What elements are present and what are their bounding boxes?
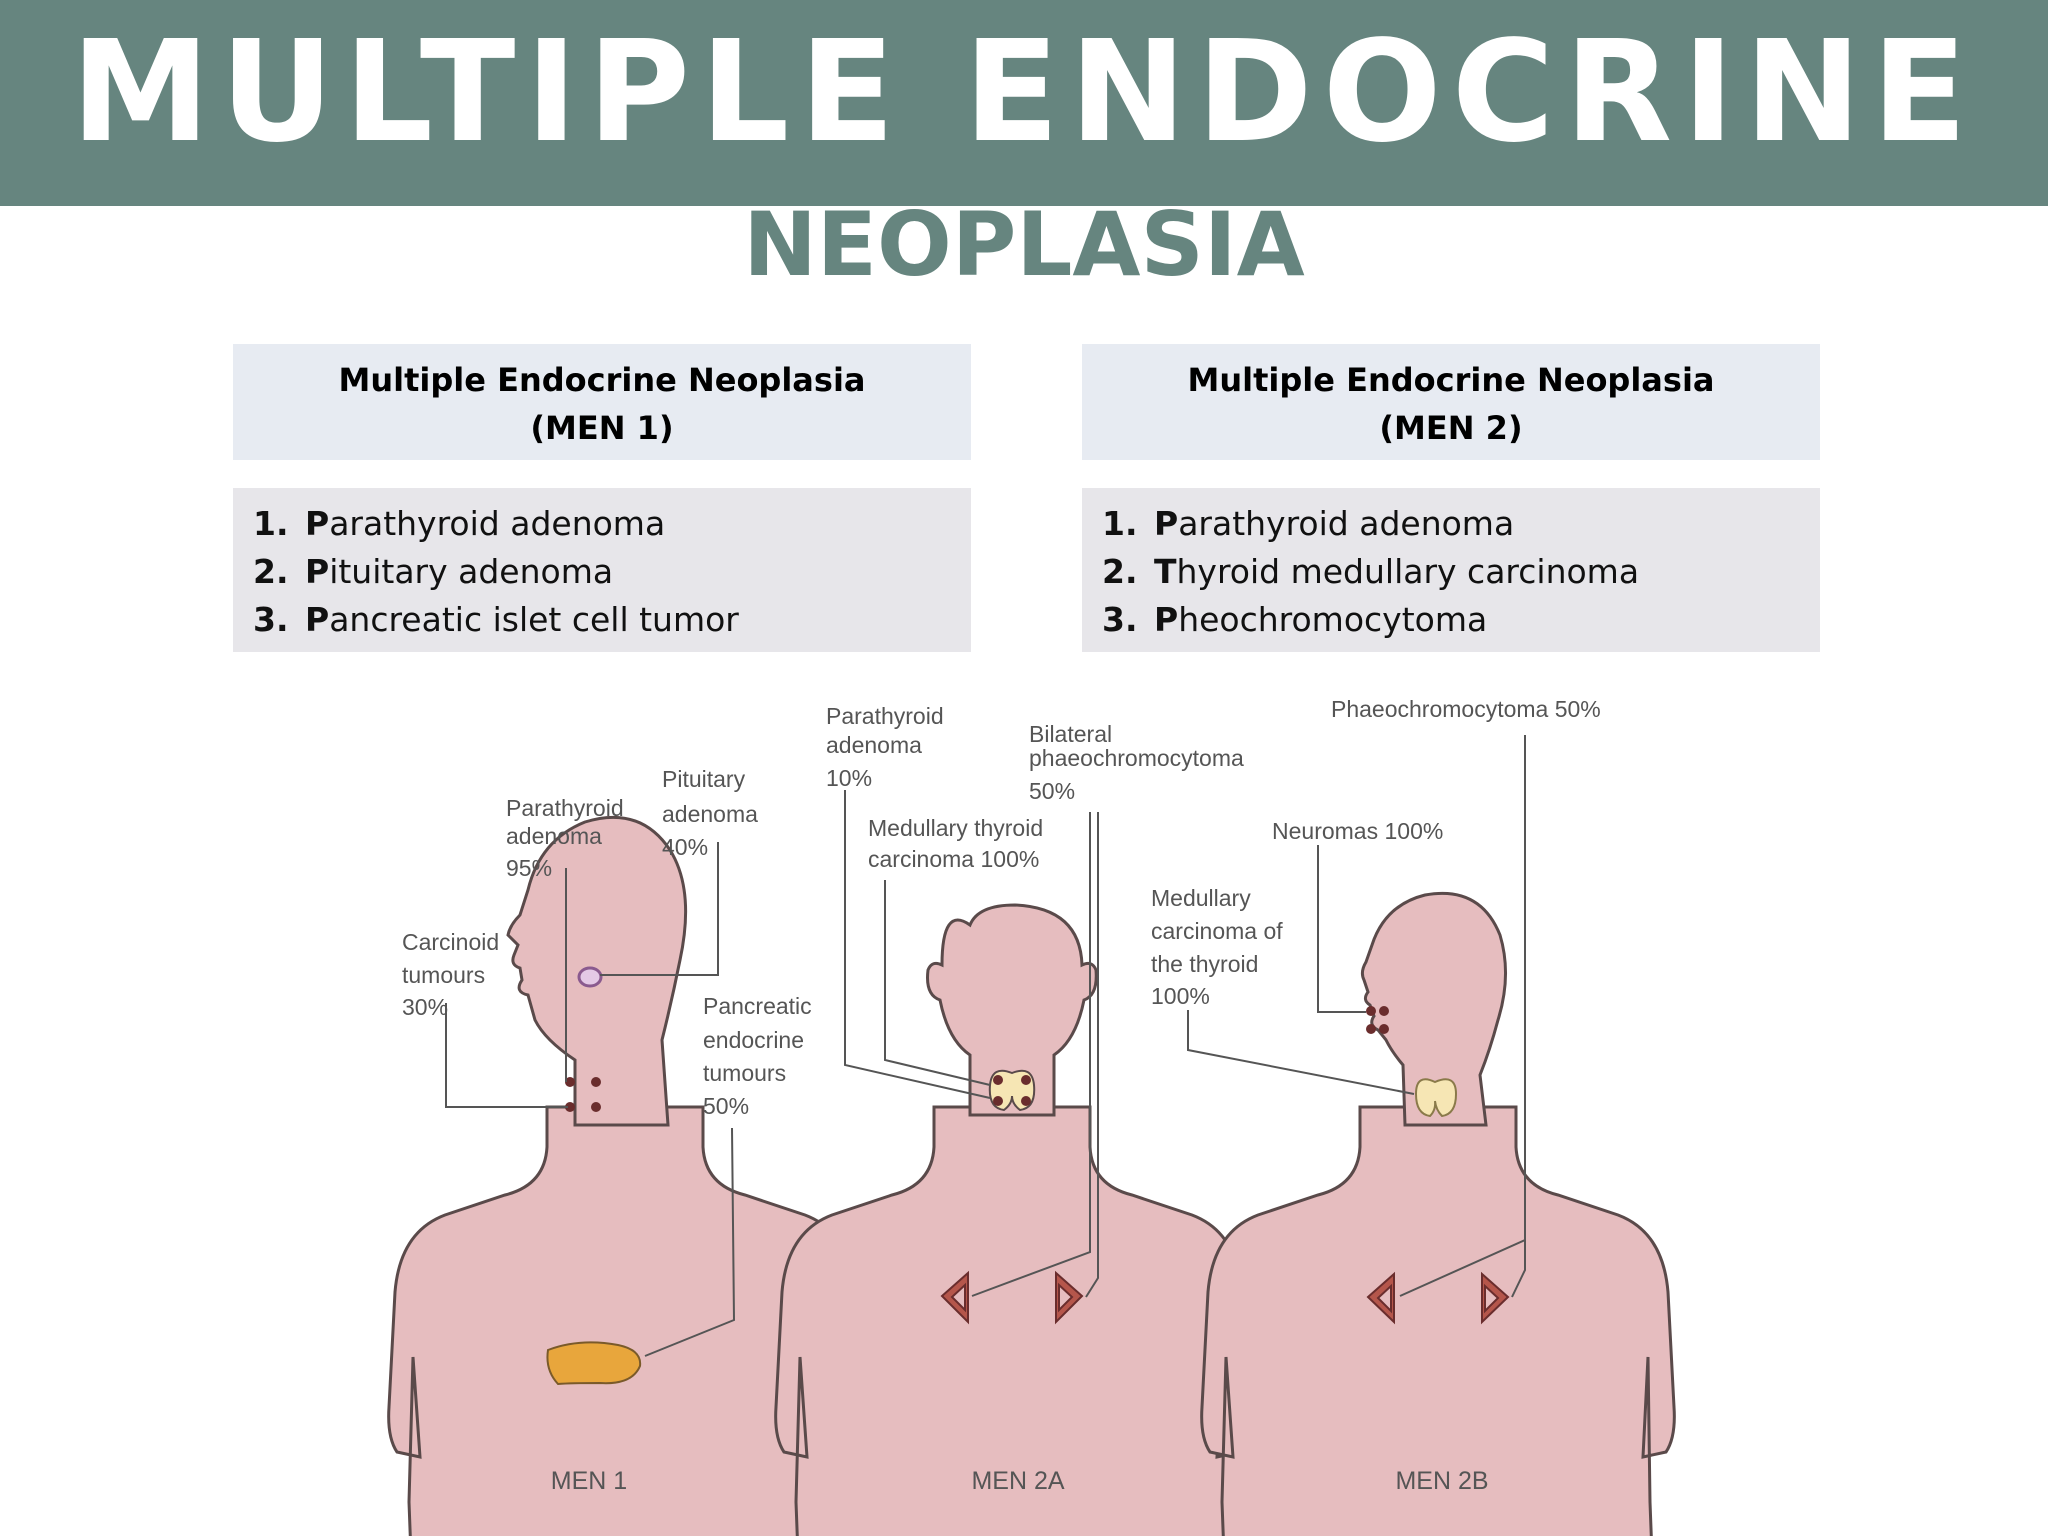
men2a-label-bilateral: Bilateral phaeochromocytoma 50%: [1029, 721, 1250, 804]
slide-subtitle: NEOPLASIA: [743, 193, 1305, 296]
men1-label-pituitary: Pituitary adenoma 40%: [662, 766, 764, 860]
men1-leaders: [445, 842, 736, 1357]
men2a-label-parathyroid: Parathyroid adenoma 10%: [826, 703, 950, 791]
men2b-figure: Phaeochromocytoma 50% Neuromas 100% Medu…: [1151, 696, 1676, 1536]
men2b-leaders: [1187, 735, 1526, 1298]
men2b-label-phaeo: Phaeochromocytoma 50%: [1331, 696, 1601, 722]
list-text: ituitary adenoma: [329, 552, 614, 591]
men1-caption: MEN 1: [551, 1467, 627, 1495]
men1-label-parathyroid: Parathyroid adenoma 95%: [506, 795, 630, 881]
men2a-leaders: [844, 790, 1099, 1298]
list-text: hyroid medullary carcinoma: [1176, 552, 1640, 591]
title-banner: [0, 0, 2048, 206]
list-initial: P: [1154, 504, 1179, 543]
men2b-adrenals: [1366, 1271, 1510, 1325]
list-number: 2.: [1102, 552, 1138, 591]
list-initial: T: [1154, 552, 1177, 591]
men1-pituitary: [577, 966, 603, 988]
men1-label-carcinoid: Carcinoid tumours 30%: [402, 929, 506, 1020]
list-number: 3.: [1102, 600, 1138, 639]
list-number: 1.: [1102, 504, 1138, 543]
men2a-figure: Parathyroid adenoma 10% Bilateral phaeoc…: [774, 703, 1250, 1536]
men2a-head: [926, 903, 1098, 1117]
list-text: ancreatic islet cell tumor: [329, 600, 739, 639]
men1-parathyroids: [565, 1077, 601, 1112]
list-item: 3. Pheochromocytoma: [1102, 596, 1820, 644]
list-number: 3.: [253, 600, 289, 639]
men1-header: Multiple Endocrine Neoplasia (MEN 1): [233, 344, 971, 460]
list-initial: P: [305, 600, 330, 639]
men2b-caption: MEN 2B: [1395, 1467, 1488, 1495]
list-number: 1.: [253, 504, 289, 543]
men2a-thyroid: [988, 1069, 1036, 1112]
men2a-label-medullary: Medullary thyroid carcinoma 100%: [868, 815, 1050, 872]
men2-header: Multiple Endocrine Neoplasia (MEN 2): [1082, 344, 1820, 460]
men1-pancreas: [546, 1341, 642, 1386]
men2b-neuromas: [1366, 1006, 1389, 1034]
list-text: arathyroid adenoma: [329, 504, 666, 543]
list-text: arathyroid adenoma: [1178, 504, 1515, 543]
men2-list: 1. Parathyroid adenoma 2. Thyroid medullar…: [1082, 488, 1820, 652]
men1-header-line1: Multiple Endocrine Neoplasia: [338, 361, 866, 399]
men2a-adrenals: [940, 1270, 1084, 1325]
list-item: 3. Pancreatic islet cell tumor: [253, 596, 971, 644]
list-item: 1. Parathyroid adenoma: [253, 500, 971, 548]
list-initial: P: [1154, 600, 1179, 639]
list-item: 1. Parathyroid adenoma: [1102, 500, 1820, 548]
men1-list: 1. Parathyroid adenoma 2. Pituitary adenom…: [233, 488, 971, 652]
list-initial: P: [305, 552, 330, 591]
men1-figure: Parathyroid adenoma 95% Pituitary adenom…: [387, 766, 863, 1536]
slide-title: MULTIPLE ENDOCRINE: [70, 11, 1978, 174]
list-item: 2. Thyroid medullary carcinoma: [1102, 548, 1820, 596]
men1-header-line2: (MEN 1): [530, 409, 674, 447]
list-initial: P: [305, 504, 330, 543]
list-text: heochromocytoma: [1178, 600, 1488, 639]
list-number: 2.: [253, 552, 289, 591]
list-item: 2. Pituitary adenoma: [253, 548, 971, 596]
men2b-label-neuromas: Neuromas 100%: [1272, 818, 1443, 844]
men1-label-pancreatic: Pancreatic endocrine tumours 50%: [703, 993, 818, 1119]
men2-header-line2: (MEN 2): [1379, 409, 1523, 447]
men2a-caption: MEN 2A: [971, 1467, 1064, 1495]
men2b-thyroid: [1414, 1078, 1458, 1118]
men2-header-line1: Multiple Endocrine Neoplasia: [1187, 361, 1715, 399]
men2b-label-medullary: Medullary carcinoma of the thyroid 100%: [1151, 885, 1289, 1009]
